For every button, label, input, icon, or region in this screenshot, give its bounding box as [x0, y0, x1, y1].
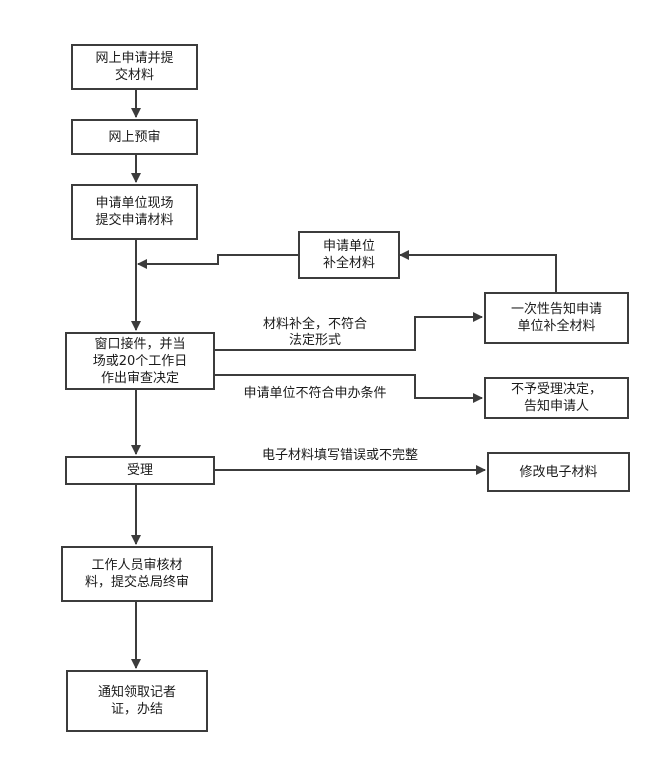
edge-label-incomplete: 材料补全，不符合法定形式 — [262, 317, 367, 348]
node-one-time-notice: 一次性告知申请单位补全材料 — [484, 292, 629, 344]
edge-label-electronic-error: 电子材料填写错误或不完整 — [261, 448, 418, 463]
arrow-window-to-notice — [215, 312, 483, 351]
node-notify-pickup: 通知领取记者证，办结 — [66, 670, 208, 732]
node-staff-review: 工作人员审核材料，提交总局终审 — [61, 546, 213, 602]
node-pre-review: 网上预审 — [71, 119, 198, 155]
arrow-notice-to-supplement — [399, 250, 557, 292]
node-reject: 不予受理决定，告知申请人 — [484, 377, 629, 419]
arrow-supplement-to-main — [137, 254, 298, 269]
node-window-accept: 窗口接件，并当场或20个工作日作出审查决定 — [65, 332, 215, 390]
node-apply-online: 网上申请并提交材料 — [71, 44, 198, 90]
arrow-window-to-reject — [215, 374, 483, 403]
node-onsite-submit: 申请单位现场提交申请材料 — [71, 184, 198, 240]
edge-label-not-qualified: 申请单位不符合申办条件 — [243, 386, 387, 401]
node-fix-electronic: 修改电子材料 — [487, 452, 630, 492]
node-supplement: 申请单位补全材料 — [298, 231, 400, 279]
node-accept: 受理 — [65, 456, 215, 485]
